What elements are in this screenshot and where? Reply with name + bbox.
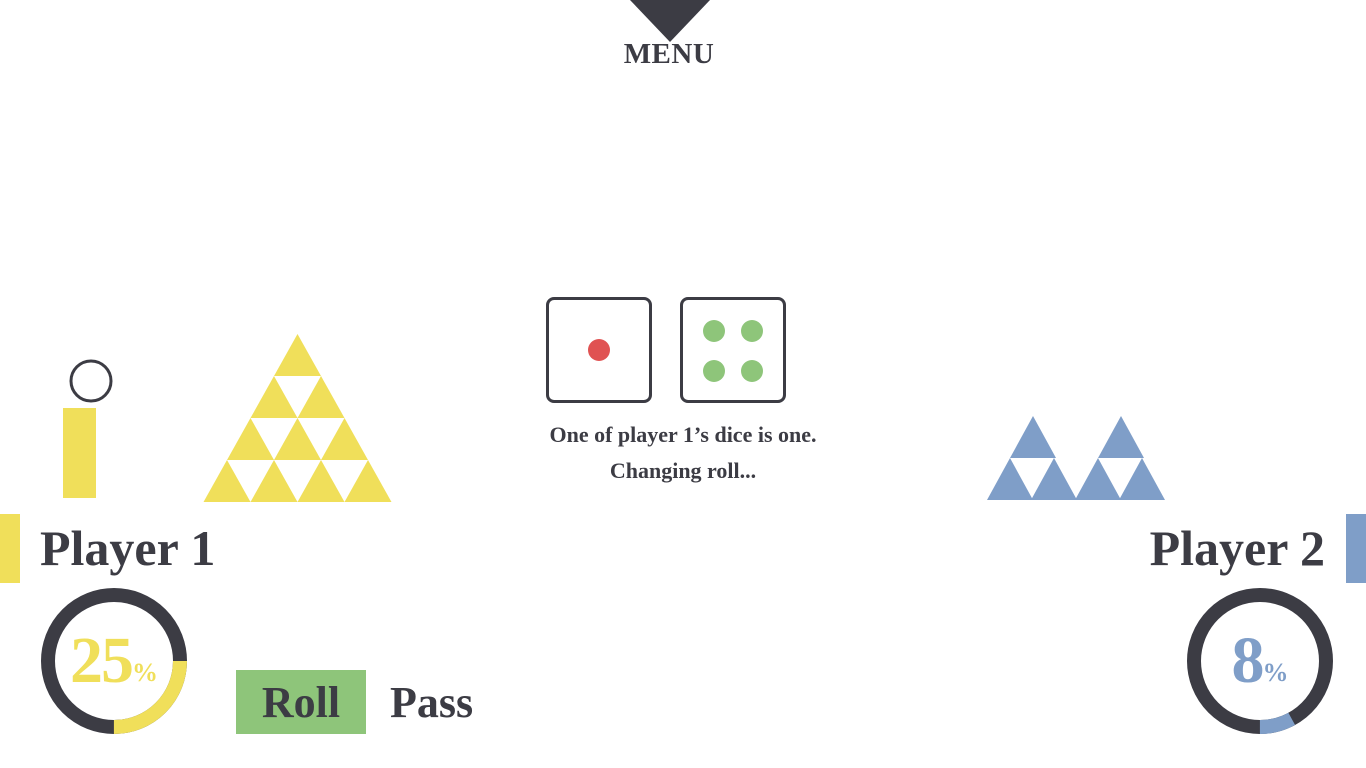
triangle-piece-icon — [227, 418, 274, 460]
player2-percent-symbol: % — [1262, 658, 1289, 687]
die-1[interactable] — [546, 297, 652, 403]
player1-percent-value: 25% — [40, 587, 188, 735]
player1-triangle-pyramid — [203, 334, 392, 502]
roll-button[interactable]: Roll — [236, 670, 366, 734]
die-pip — [741, 360, 763, 382]
status-message-line-2: Changing roll... — [609, 458, 757, 483]
menu-label: MENU — [623, 38, 715, 70]
die-pip — [588, 339, 610, 361]
player1-percent-gauge: 25% — [40, 587, 188, 735]
player2-triangle-pyramid — [987, 416, 1165, 500]
pass-button[interactable]: Pass — [390, 677, 474, 727]
player1-percent-number: 25 — [70, 624, 134, 697]
triangle-piece-icon — [250, 376, 298, 418]
die-2[interactable] — [680, 297, 786, 403]
status-message-line-1: One of player 1’s dice is one. — [549, 422, 817, 447]
triangle-piece-icon — [344, 460, 392, 502]
player2-gauge-fill — [1187, 588, 1333, 734]
player2-color-stripe — [1346, 514, 1366, 583]
player1-gauge-fill — [41, 588, 187, 734]
player1-name: Player 1 — [40, 520, 216, 576]
triangle-piece-icon — [274, 418, 321, 460]
counter-circle-icon — [69, 359, 113, 403]
triangle-piece-icon — [321, 418, 368, 460]
triangle-piece-icon — [1098, 416, 1144, 458]
triangle-piece-icon — [1075, 458, 1121, 500]
player1-turn-bar — [63, 408, 96, 498]
triangle-piece-icon — [297, 460, 345, 502]
triangle-piece-icon — [1031, 458, 1077, 500]
triangle-piece-icon — [203, 460, 251, 502]
triangle-piece-icon — [297, 376, 345, 418]
triangle-piece-icon — [274, 334, 321, 376]
player1-percent-symbol: % — [132, 658, 158, 687]
menu-button[interactable]: MENU — [618, 0, 720, 76]
player1-stack-counter — [63, 359, 113, 498]
player2-name: Player 2 — [1149, 520, 1325, 576]
triangle-down-icon — [630, 0, 710, 42]
player2-percent-value: 8% — [1186, 587, 1334, 735]
player2-percent-gauge: 8% — [1186, 587, 1334, 735]
player2-percent-number: 8 — [1231, 624, 1265, 697]
die-pip — [741, 320, 763, 342]
triangle-piece-icon — [250, 460, 298, 502]
triangle-piece-icon — [987, 458, 1033, 500]
player1-color-stripe — [0, 514, 20, 583]
die-pip — [703, 360, 725, 382]
die-pip — [703, 320, 725, 342]
triangle-piece-icon — [1119, 458, 1165, 500]
triangle-piece-icon — [1010, 416, 1056, 458]
